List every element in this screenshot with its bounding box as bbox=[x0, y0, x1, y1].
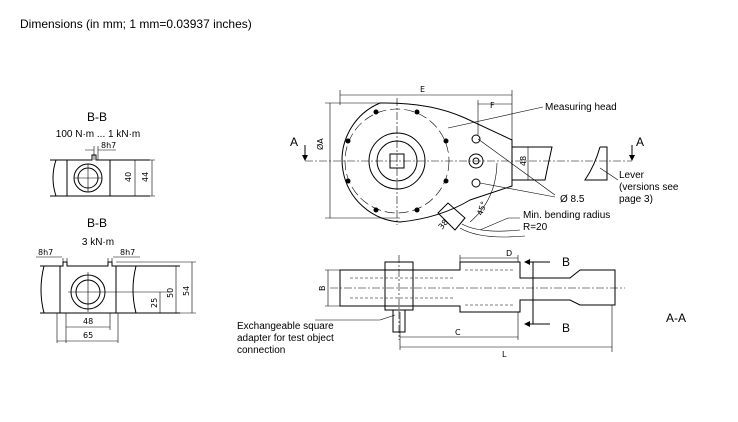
angle-45: 45° bbox=[475, 200, 488, 216]
dim-c: C bbox=[455, 328, 461, 337]
drawing-title: Dimensions (in mm; 1 mm=0.03937 inches) bbox=[20, 17, 252, 31]
dim-48: 48 bbox=[83, 317, 93, 326]
section-mark-a-right: A bbox=[636, 135, 644, 149]
dim-48: 48 bbox=[519, 156, 528, 166]
section-label: B-B bbox=[87, 216, 107, 230]
dim-d: D bbox=[506, 249, 512, 258]
section-mark-b-top: B bbox=[562, 255, 570, 269]
dim-54: 54 bbox=[182, 286, 191, 296]
dim-50: 50 bbox=[166, 288, 175, 298]
section-label: B-B bbox=[87, 110, 107, 124]
lever-label-1: Lever bbox=[619, 170, 645, 181]
dim-40: 40 bbox=[124, 172, 133, 182]
dim-65: 65 bbox=[83, 331, 93, 340]
section-mark-a-left: A bbox=[290, 135, 298, 149]
section-bb-large: B-B 3 kN·m 8h7 8h7 25 50 54 48 65 bbox=[36, 216, 196, 343]
dim-44: 44 bbox=[141, 172, 150, 182]
torque-range: 100 N·m ... 1 kN·m bbox=[56, 129, 140, 140]
adapter-label-2: adapter for test object bbox=[237, 333, 334, 344]
hole-diameter-label: Ø 8.5 bbox=[560, 194, 585, 205]
section-bb-small: B-B 100 N·m ... 1 kN·m 8h7 40 44 bbox=[50, 110, 155, 197]
dim-l: L bbox=[502, 350, 507, 359]
measuring-head-label: Measuring head bbox=[545, 102, 617, 113]
dim-diameter-a: ØA bbox=[315, 138, 325, 150]
lever-label-2: (versions see bbox=[619, 182, 679, 193]
fit-label-right: 8h7 bbox=[120, 248, 135, 257]
bending-radius-value: R=20 bbox=[523, 222, 548, 233]
section-view-aa: B D C L B B Exchangeable square adapter … bbox=[237, 249, 686, 359]
bending-radius-label: Min. bending radius bbox=[523, 210, 610, 221]
dim-25: 25 bbox=[150, 298, 159, 308]
dim-38: 38 bbox=[437, 218, 450, 232]
adapter-label-3: connection bbox=[237, 345, 285, 356]
torque-range: 3 kN·m bbox=[82, 237, 114, 248]
plan-view: E F ØA 48 A A Measuring head Ø 8.5 Lever… bbox=[290, 85, 679, 238]
adapter-label-1: Exchangeable square bbox=[237, 321, 334, 332]
dim-e: E bbox=[420, 85, 425, 94]
dim-f: F bbox=[490, 101, 495, 110]
fit-label-left: 8h7 bbox=[38, 248, 53, 257]
fit-label: 8h7 bbox=[101, 141, 116, 150]
section-label-aa: A-A bbox=[666, 311, 686, 325]
section-mark-b-bottom: B bbox=[562, 321, 570, 335]
dim-b: B bbox=[318, 286, 327, 292]
lever-label-3: page 3) bbox=[619, 194, 653, 205]
